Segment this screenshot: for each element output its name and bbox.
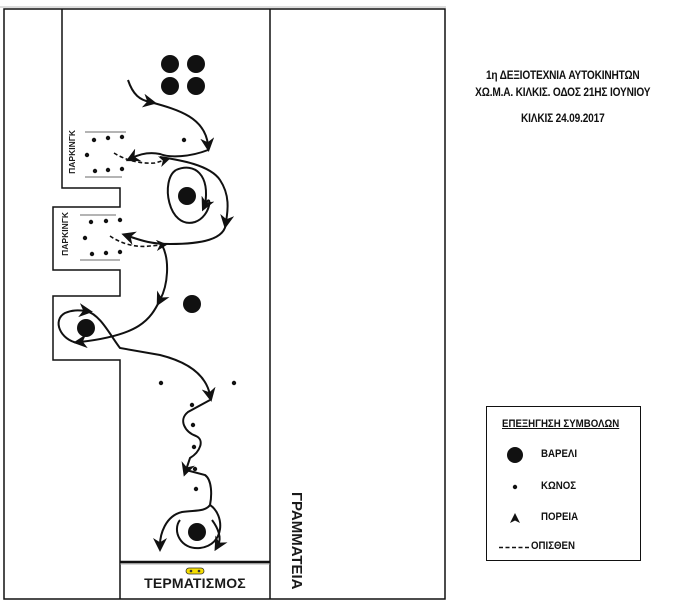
- driving-path: [57, 79, 235, 552]
- path-segment: [153, 469, 213, 552]
- path-segment: [125, 148, 209, 162]
- direction-arrow-icon: [510, 513, 520, 523]
- cone: [192, 466, 198, 472]
- parking-bay-upper: [84, 131, 126, 178]
- barrels: [77, 55, 206, 541]
- cone: [88, 219, 94, 225]
- path-segment: [156, 244, 170, 307]
- legend-row-reverse: ΟΠΙΣΘΕΝ: [487, 537, 640, 557]
- finish-label: ΤΕΡΜΑΤΙΣΜΟΣ: [144, 575, 246, 591]
- cone: [190, 422, 196, 428]
- reverse-paths: [109, 152, 171, 252]
- path-segment: [85, 310, 216, 402]
- reverse-path: [109, 235, 168, 252]
- parking-label-upper: ΠΑΡΚΙΝΓΚ: [67, 130, 77, 174]
- path-segment: [166, 169, 215, 224]
- parking-bay-lower: [80, 214, 123, 261]
- cone: [191, 444, 197, 450]
- legend-row-cone: ΚΩΝΟΣ: [487, 477, 640, 497]
- cone: [117, 217, 123, 223]
- path-segment: [149, 101, 215, 152]
- barrel: [161, 77, 179, 95]
- legend-label: ΒΑΡΕΛΙ: [541, 448, 578, 460]
- cone: [189, 402, 195, 408]
- path-segment: [181, 399, 211, 477]
- path-segment: [121, 221, 227, 246]
- legend-label: ΠΟΡΕΙΑ: [541, 511, 579, 523]
- path-segment: [175, 504, 222, 550]
- title-line-2: ΧΩ.Μ.Α. ΚΙΛΚΙΣ. ΟΔΟΣ 21ΗΣ ΙΟΥΝΙΟΥ: [475, 87, 651, 99]
- legend-label: ΟΠΙΣΘΕΝ: [531, 540, 575, 552]
- cone: [105, 135, 111, 141]
- legend-label: ΚΩΝΟΣ: [541, 480, 577, 492]
- cone: [105, 167, 111, 173]
- path-segment: [211, 519, 228, 552]
- cone: [82, 235, 88, 241]
- barrel: [187, 77, 205, 95]
- reverse-path: [113, 152, 171, 167]
- parking-label-lower: ΠΑΡΚΙΝΓΚ: [60, 212, 70, 256]
- path-segment: [73, 299, 161, 349]
- title-line-1: 1η ΔΕΞΙΟΤΕΧΝΙΑ ΑΥΤΟΚΙΝΗΤΩΝ: [485, 70, 640, 82]
- cone: [231, 380, 237, 386]
- cone: [103, 250, 109, 256]
- barrel: [77, 319, 95, 337]
- cone: [91, 137, 97, 143]
- title-block: 1η ΔΕΞΙΟΤΕΧΝΙΑ ΑΥΤΟΚΙΝΗΤΩΝ ΧΩ.Μ.Α. ΚΙΛΚΙ…: [462, 68, 664, 128]
- cone: [181, 137, 187, 143]
- car-icon: [185, 567, 205, 575]
- cone: [92, 168, 98, 174]
- barrel-icon: [507, 447, 523, 463]
- barrel: [178, 187, 196, 205]
- cone: [84, 152, 90, 158]
- cone: [158, 380, 164, 386]
- path-segment: [159, 156, 235, 229]
- date-line: ΚΙΛΚΙΣ 24.09.2017: [520, 113, 605, 125]
- path-segment: [127, 79, 157, 108]
- cone-icon: [512, 484, 518, 490]
- barrel: [161, 55, 179, 73]
- office-label: ΓΡΑΜΜΑΤΕΙΑ: [288, 492, 305, 590]
- cone: [89, 251, 95, 257]
- reverse-dashed-line-icon: [499, 546, 529, 549]
- outer-frame: [3, 8, 446, 600]
- cone: [119, 134, 125, 140]
- cone: [193, 486, 199, 492]
- path-segment: [175, 166, 207, 206]
- barrel: [183, 295, 201, 313]
- barrel: [188, 523, 206, 541]
- legend: ΕΠΕΞΗΓΗΣΗ ΣΥΜΒΟΛΩΝ ΒΑΡΕΛΙ ΚΩΝΟΣ ΠΟΡΕΙΑ Ο…: [486, 406, 641, 561]
- cone: [103, 218, 109, 224]
- track-left-wall: [52, 9, 121, 599]
- legend-row-barrel: ΒΑΡΕΛΙ: [487, 445, 640, 465]
- legend-title: ΕΠΕΞΗΓΗΣΗ ΣΥΜΒΟΛΩΝ: [502, 418, 620, 430]
- cone: [117, 249, 123, 255]
- cone: [119, 166, 125, 172]
- path-segment: [57, 303, 93, 344]
- barrel: [187, 55, 205, 73]
- legend-row-direction: ΠΟΡΕΙΑ: [487, 508, 640, 528]
